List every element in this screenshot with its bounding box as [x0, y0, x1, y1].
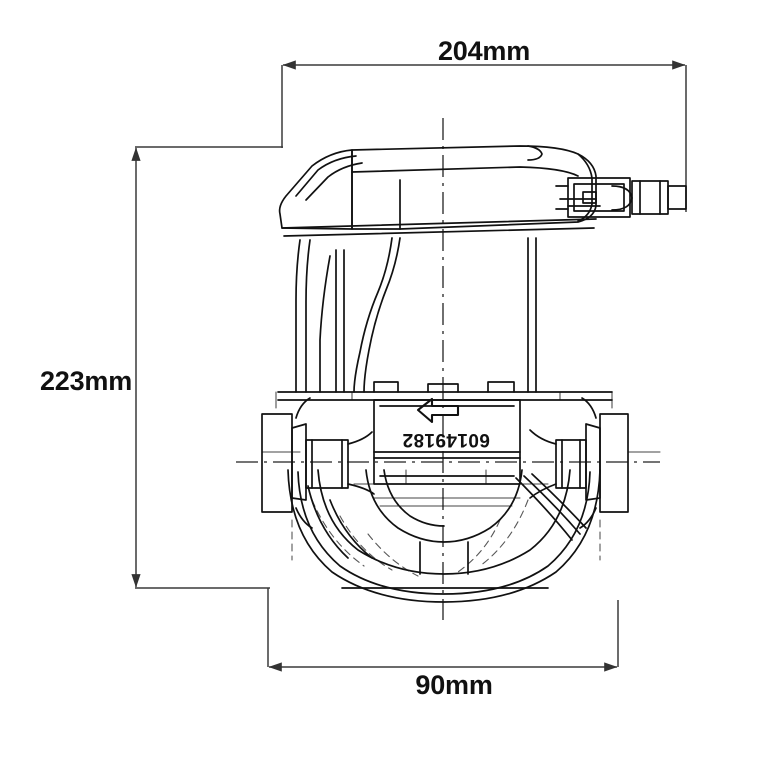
pump-head-deck	[277, 381, 613, 401]
centerlines	[236, 118, 660, 620]
dim-label-height-left: 223mm	[40, 366, 132, 396]
hidden-lines	[291, 499, 601, 577]
volute-body	[287, 469, 601, 603]
dim-label-width-bottom: 90mm	[415, 670, 492, 700]
dim-left-extension-lines	[135, 146, 283, 589]
electrical-connector	[555, 177, 687, 218]
part-number-label: 60149182	[402, 429, 490, 450]
pump-outline-layer	[261, 145, 687, 603]
motor-barrel	[295, 237, 537, 393]
dim-top-extension-lines	[281, 65, 687, 212]
port-flange-left	[261, 397, 375, 529]
dim-label-width-top: 204mm	[438, 36, 530, 66]
dim-bottom-extension-lines	[267, 588, 619, 667]
part-number-text: 60149182	[402, 429, 490, 450]
dimension-layer	[131, 60, 687, 672]
arrow-left-icon	[416, 397, 460, 424]
motor-top-housing	[278, 145, 597, 237]
internal-detail-lines	[261, 391, 661, 507]
